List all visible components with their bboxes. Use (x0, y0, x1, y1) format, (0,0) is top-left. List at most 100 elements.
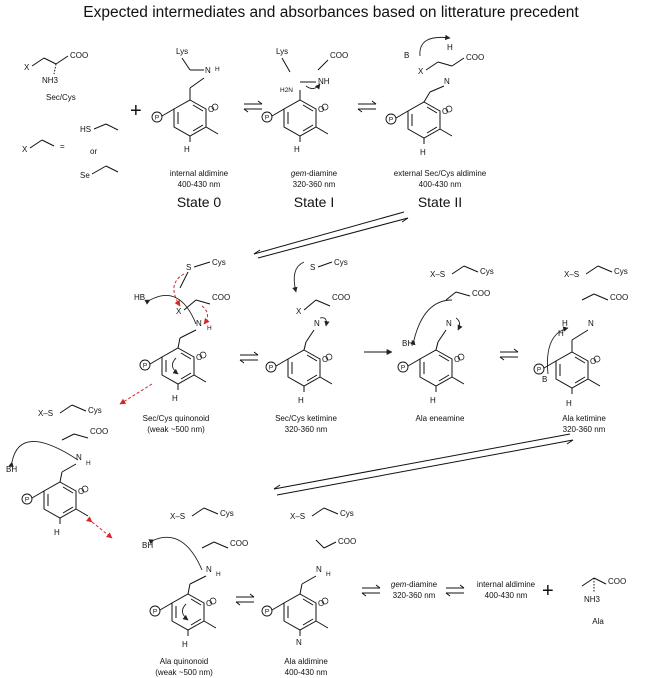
svg-text:X: X (296, 307, 302, 316)
svg-text:X: X (24, 63, 30, 72)
svg-text:Cys: Cys (334, 258, 348, 267)
svg-text:H: H (216, 571, 221, 578)
svg-text:NH: NH (318, 77, 330, 86)
svg-text:Cys: Cys (480, 267, 494, 276)
ala-ketimine-structure: X–S Cys COO N H H H B (533, 265, 628, 408)
svg-text:H: H (215, 66, 220, 73)
ala-aldimine-structure: X–S Cys COO N H N (261, 507, 356, 647)
svg-text:COO: COO (330, 51, 348, 60)
plus-sign: + (542, 580, 554, 602)
svg-text:Ala: Ala (592, 617, 604, 626)
svg-text:X–S: X–S (564, 270, 579, 279)
internal-aldimine-structure: Lys N H H (151, 47, 220, 154)
state-2-label: State II (418, 194, 462, 210)
svg-text:Cys: Cys (212, 258, 226, 267)
svg-text:N: N (444, 77, 450, 86)
svg-text:H: H (298, 396, 304, 405)
svg-text:internal aldimine: internal aldimine (477, 580, 536, 589)
svg-text:Ala aldimine: Ala aldimine (284, 657, 328, 666)
svg-text:320-360 nm: 320-360 nm (393, 591, 436, 600)
side-pathway-arrow (119, 383, 153, 405)
svg-text:N: N (206, 565, 212, 574)
svg-text:Sec/Cys ketimine: Sec/Cys ketimine (275, 414, 337, 423)
svg-text:internal aldimine: internal aldimine (170, 169, 229, 178)
svg-text:COO: COO (212, 293, 230, 302)
svg-text:H: H (86, 460, 91, 467)
svg-text:H: H (566, 399, 572, 408)
svg-text:Cys: Cys (88, 406, 102, 415)
svg-text:H: H (184, 145, 190, 154)
svg-text:Ala ketimine: Ala ketimine (562, 414, 606, 423)
svg-text:BH: BH (402, 339, 413, 348)
svg-text:(weak ~500 nm): (weak ~500 nm) (155, 668, 213, 677)
svg-text:H: H (447, 43, 453, 52)
svg-text:N: N (316, 565, 322, 574)
svg-text:H: H (172, 394, 178, 403)
svg-text:H2N: H2N (280, 87, 293, 94)
svg-text:COO: COO (230, 539, 248, 548)
svg-text:X–S: X–S (170, 512, 185, 521)
substrate-structure: X COO NH3 Sec/Cys X = HS or Se (22, 51, 119, 180)
gem-diamine-row3-name: gem-diamine (391, 580, 438, 589)
svg-text:HB: HB (134, 293, 145, 302)
svg-text:N: N (76, 453, 82, 462)
svg-text:Lys: Lys (276, 47, 288, 56)
svg-text:=: = (60, 142, 65, 151)
long-equilibrium-arrow (253, 211, 409, 259)
svg-text:external Sec/Cys aldimine: external Sec/Cys aldimine (394, 169, 487, 178)
svg-text:COO: COO (70, 51, 88, 60)
svg-text:Cys: Cys (340, 509, 354, 518)
svg-text:H: H (420, 148, 426, 157)
gem-diamine-structure: Lys H2N NH COO H (261, 47, 348, 154)
svg-text:COO: COO (608, 577, 626, 586)
svg-text:400-430 nm: 400-430 nm (419, 180, 462, 189)
svg-text:H: H (182, 640, 188, 649)
equilibrium-arrow (445, 584, 465, 597)
svg-text:BH: BH (142, 541, 153, 550)
svg-text:H: H (207, 325, 212, 332)
state-1-name: gem-diamine (291, 169, 338, 178)
plus-sign: + (130, 100, 142, 122)
alanine-structure: COO NH3 (581, 577, 626, 604)
svg-text:X: X (418, 67, 424, 76)
svg-text:N: N (196, 319, 202, 328)
equilibrium-arrow (499, 348, 519, 361)
svg-text:N: N (205, 66, 211, 75)
svg-text:(weak ~500 nm): (weak ~500 nm) (147, 425, 205, 434)
svg-text:Lys: Lys (176, 47, 188, 56)
svg-text:H: H (54, 528, 60, 537)
equilibrium-arrow (239, 351, 259, 364)
state-0-label: State 0 (177, 194, 222, 210)
svg-text:Ala quinonoid: Ala quinonoid (160, 657, 208, 666)
sec-cys-ketimine-structure: S Cys X COO N H (265, 258, 350, 405)
svg-text:COO: COO (472, 289, 490, 298)
svg-text:Cys: Cys (614, 267, 628, 276)
svg-text:N: N (588, 319, 594, 328)
svg-text:S: S (186, 263, 191, 272)
svg-text:COO: COO (610, 293, 628, 302)
long-equilibrium-arrow (273, 433, 574, 496)
equilibrium-arrow (235, 593, 255, 606)
svg-text:BH: BH (6, 465, 17, 474)
svg-text:B: B (542, 375, 547, 384)
substrate-label: Sec/Cys (46, 93, 76, 102)
svg-text:COO: COO (90, 427, 108, 436)
equilibrium-arrow (243, 100, 263, 113)
side-product-structure: X–S Cys COO N H H BH (6, 404, 108, 537)
scheme-title: Expected intermediates and absorbances b… (83, 4, 579, 21)
svg-text:COO: COO (338, 537, 356, 546)
svg-text:400-430 nm: 400-430 nm (285, 668, 328, 677)
svg-text:H: H (558, 329, 564, 338)
ala-quinonoid-structure: X–S Cys COO N H H BH (142, 507, 248, 649)
svg-text:X–S: X–S (38, 409, 53, 418)
state-1-label: State I (294, 194, 334, 210)
svg-text:Cys: Cys (220, 509, 234, 518)
svg-text:N: N (296, 638, 302, 647)
svg-text:H: H (562, 319, 568, 328)
svg-text:N: N (314, 319, 320, 328)
svg-text:H: H (326, 571, 331, 578)
svg-text:Ala eneamine: Ala eneamine (416, 414, 465, 423)
svg-text:NH3: NH3 (42, 76, 59, 85)
svg-text:X: X (176, 307, 182, 316)
